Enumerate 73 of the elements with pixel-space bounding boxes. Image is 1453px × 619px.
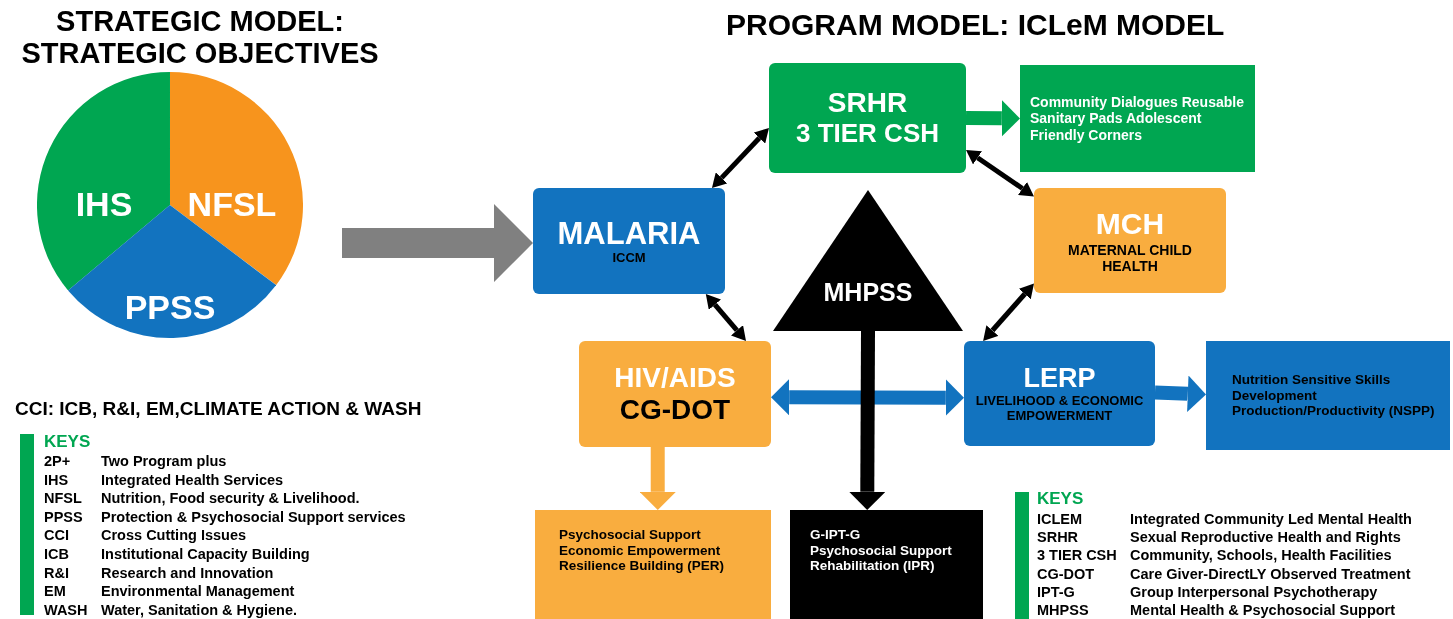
key-definition: Group Interpersonal Psychotherapy (1130, 584, 1378, 601)
key-definition: Research and Innovation (101, 565, 274, 582)
arrow (771, 379, 964, 416)
key-abbreviation: CCI (44, 528, 69, 545)
box-title: MHPSS (822, 277, 914, 307)
key-abbreviation: EM (44, 584, 66, 601)
key-definition: Protection & Psychosocial Support services (101, 509, 406, 526)
key-definition: Environmental Management (101, 584, 295, 601)
arrow (705, 294, 747, 341)
box-subtitle: MATERNAL CHILD HEALTH (1067, 241, 1193, 274)
heading: STRATEGIC MODEL: STRATEGIC OBJECTIVES (20, 6, 380, 70)
box-title: G-IPT-G (810, 527, 862, 543)
key-definition: Two Program plus (101, 454, 227, 470)
box-subtitle: CG-DOT (618, 394, 732, 427)
key-abbreviation: IHS (44, 472, 69, 489)
box-title: LERP (1022, 363, 1097, 395)
slice-label: NFSL (187, 185, 277, 225)
box-title: MALARIA (556, 215, 702, 252)
key-definition: Care Giver-DirectLY Observed Treatment (1130, 566, 1411, 583)
box-title: SRHR (826, 86, 909, 120)
heading: PROGRAM MODEL: ICLeM MODEL (726, 8, 1225, 41)
key-abbreviation: MHPSS (1037, 603, 1089, 619)
box-title: MCH (1094, 207, 1166, 242)
key-definition: Mental Health & Psychosocial Support (1130, 603, 1396, 619)
arrow (1154, 375, 1206, 412)
key-abbreviation: WASH (44, 602, 88, 619)
key-definition: Integrated Health Services (101, 472, 284, 489)
key-abbreviation: ICB (44, 547, 69, 563)
key-definition: Institutional Capacity Building (101, 547, 310, 563)
key-abbreviation: R&I (44, 565, 69, 582)
box-subtitle: ICCM (611, 251, 647, 267)
key-abbreviation: ICLEM (1037, 512, 1083, 528)
program-box (964, 341, 1155, 446)
key-heading: KEYS (1037, 490, 1084, 509)
key-definition: Water, Sanitation & Hygiene. (101, 602, 298, 619)
slice-label: IHS (75, 185, 133, 225)
key-definition: Sexual Reproductive Health and Rights (1130, 530, 1401, 547)
box-subtitle: LIVELIHOOD & ECONOMIC EMPOWERMENT (974, 394, 1145, 424)
program-box (533, 188, 725, 294)
arrow (711, 127, 769, 188)
key-abbreviation: CG-DOT (1037, 566, 1095, 583)
program-box (579, 341, 771, 447)
arrow (639, 447, 676, 510)
arrow (983, 283, 1034, 341)
key-abbreviation: SRHR (1037, 530, 1079, 547)
arrow (965, 100, 1020, 137)
subheading: CCI: ICB, R&I, EM,CLIMATE ACTION & WASH (15, 399, 422, 420)
box-title: Community Dialogues Reusable Sanitary Pads Adolescent Friendly Corners (1030, 94, 1245, 143)
key-abbreviation: NFSL (44, 491, 82, 508)
key-definition: Nutrition, Food security & Livelihood. (101, 491, 360, 508)
program-box (769, 63, 966, 173)
box-title: Psychosocial Support Economic Empowerment Resilience Building (PER) (559, 527, 726, 574)
key-definition: Cross Cutting Issues (101, 528, 247, 545)
key-abbreviation: IPT-G (1037, 584, 1075, 601)
key-abbreviation: 2P+ (44, 454, 71, 470)
key-abbreviation: PPSS (44, 509, 83, 526)
activity-box (1020, 65, 1255, 172)
box-subtitle: Psychosocial Support Rehabilitation (IPR) (810, 542, 953, 574)
box-title: HIV/AIDS (613, 361, 737, 394)
activity-box (535, 510, 771, 619)
key-heading: KEYS (44, 433, 91, 452)
activity-box (790, 510, 983, 619)
program-box (1034, 188, 1226, 293)
key-abbreviation: 3 TIER CSH (1037, 548, 1117, 565)
box-subtitle: 3 TIER CSH (795, 119, 940, 150)
key-definition: Community, Schools, Health Facilities (1130, 548, 1392, 565)
arrow (966, 149, 1034, 197)
activity-box (1206, 341, 1450, 450)
arrow (342, 204, 533, 283)
box-title: Nutrition Sensitive Skills Development Production/Productivity (NSPP) (1232, 372, 1436, 419)
slice-label: PPSS (124, 288, 216, 328)
key-definition: Integrated Community Led Mental Health (1130, 512, 1412, 528)
arrow (849, 330, 886, 510)
